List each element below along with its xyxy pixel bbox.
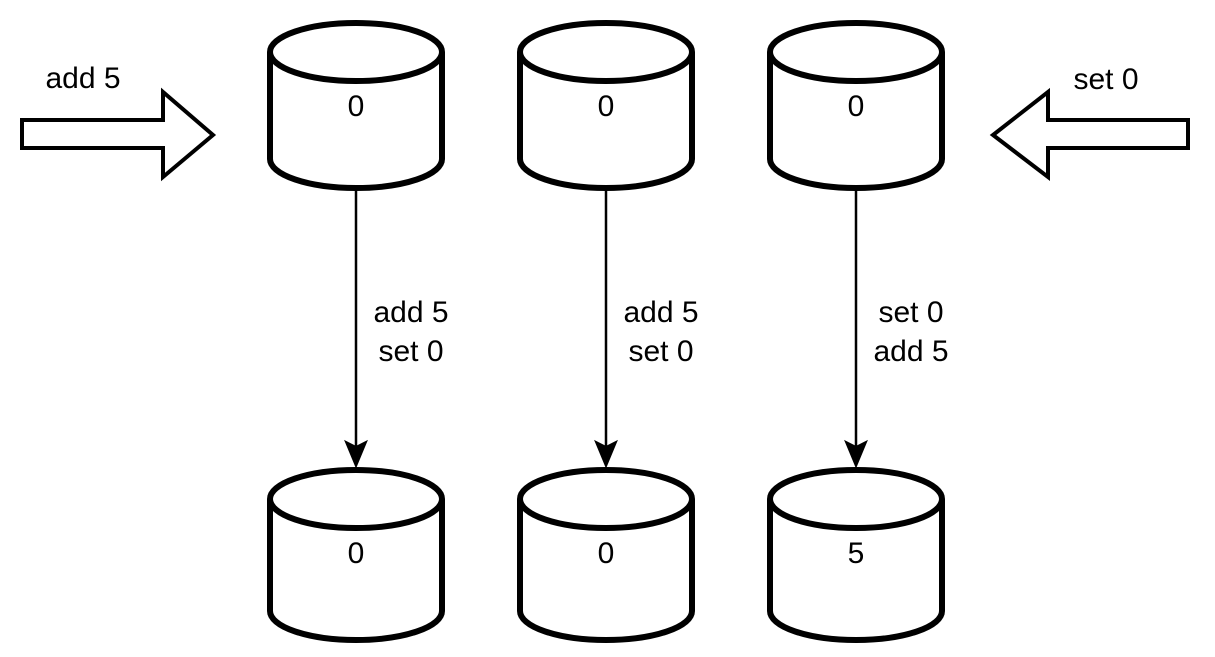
replica-3: 0 set 0 add 5 5 [767,20,949,643]
replica-1-operation-2: set 0 [378,335,443,368]
replica-1: 0 add 5 set 0 0 [267,20,449,643]
right-incoming-operation-label: set 0 [1073,63,1138,96]
arrowhead-icon [594,439,618,469]
database-cylinder-icon [767,20,945,191]
replica-3-final-value: 5 [848,537,865,570]
left-pointing-block-arrow-icon [989,87,1190,182]
replica-1-initial-value: 0 [348,90,365,123]
database-cylinder-icon [517,20,695,191]
replica-1-operation-1: add 5 [373,296,448,329]
replica-2: 0 add 5 set 0 0 [517,20,699,643]
right-pointing-block-arrow-icon [20,87,217,182]
database-cylinder-icon [267,20,445,191]
arrowhead-icon [344,439,368,469]
replica-2-operation-1: add 5 [623,296,698,329]
left-incoming-operation-label: add 5 [45,62,120,95]
database-cylinder-icon [517,467,695,643]
replica-3-initial-value: 0 [848,90,865,123]
replica-3-operation-2: add 5 [873,335,948,368]
replica-3-operation-1: set 0 [878,296,943,329]
replica-2-final-value: 0 [598,537,615,570]
replica-1-final-value: 0 [348,537,365,570]
database-cylinder-icon [767,467,945,643]
arrowhead-icon [844,439,868,469]
replica-2-initial-value: 0 [598,90,615,123]
database-cylinder-icon [267,467,445,643]
replica-2-operation-2: set 0 [628,335,693,368]
